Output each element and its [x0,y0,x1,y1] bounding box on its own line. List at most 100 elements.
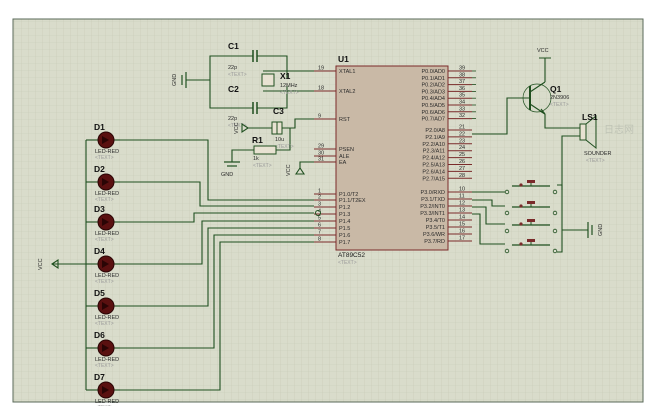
pin-number: 33 [459,106,465,112]
q1-text: <TEXT> [550,102,569,108]
pin-number: 23 [459,138,465,144]
led-text: <TEXT> [95,363,114,369]
led-value: LED-RED [95,399,119,405]
x1-value: 12MHz [280,83,298,89]
x1-text: <TEXT> [280,90,299,96]
crystal-x1[interactable]: X1 12MHz <TEXT> [261,71,299,96]
pin-name: EA [339,160,347,166]
c2-value: 22p [228,116,237,122]
ls1-text: <TEXT> [586,158,605,164]
pin-name: P2.5/A13 [422,163,445,169]
button-wires [472,184,588,253]
pin-number: 1 [318,189,321,195]
push-button[interactable] [504,201,558,216]
mcu-pin-left: 3P1.2 [314,202,350,211]
pin-number: 39 [459,66,465,72]
vcc-symbol-q1: VCC [537,48,551,82]
led-wires [120,139,314,391]
pin-name: P1.3 [339,212,350,218]
c1-ref: C1 [228,41,239,51]
pin-number: 9 [318,114,321,120]
pin-name: P3.3/INT1 [420,211,445,217]
led-ref: D5 [94,288,105,298]
push-button[interactable] [504,239,558,254]
mcu-ref: U1 [338,54,349,64]
q1-wires [472,97,580,190]
pin-number: 27 [459,166,465,172]
pin-number: 38 [459,72,465,78]
led-ref: D1 [94,122,105,132]
pin-number: 28 [459,173,465,179]
vcc-label-ea: VCC [286,164,292,176]
pin-number: 3 [318,202,321,208]
pin-name: P0.0/AD0 [421,69,445,75]
mcu-pin-left: 6P1.5 [314,223,350,232]
mcu-pin-left: 8P1.7 [314,237,350,246]
vcc-arrow-reset: VCC [234,122,249,134]
push-button[interactable] [504,219,558,234]
mcu-body [335,65,449,251]
pin-name: P1.7 [339,240,350,246]
pin-name: P1.5 [339,226,350,232]
pin-name: P2.4/A12 [422,156,445,162]
led-ref: D3 [94,204,105,214]
led-ref: D7 [94,372,105,382]
gnd-label-crystal: GND [172,74,178,86]
pin-number: 22 [459,131,465,137]
capacitor-c2[interactable]: C2 22p <TEXT> [228,84,262,129]
led-value: LED-RED [95,273,119,279]
mcu-u1[interactable]: U1 AT89C52 <TEXT> 19XTAL118XTAL29RST29PS… [314,54,476,266]
pin-number: 12 [459,201,465,207]
mcu-pin-left: 1P1.0/T2 [314,189,358,198]
pin-name: P0.3/AD3 [421,89,445,95]
c3-ref: C3 [273,106,284,116]
led-value: LED-RED [95,231,119,237]
resistor-r1[interactable]: R1 1k <TEXT> [252,135,277,169]
pin-number: 11 [459,194,465,200]
led-text: <TEXT> [95,197,114,203]
pin-name: P0.2/AD2 [421,83,445,89]
mcu-part: AT89C52 [338,252,365,259]
ground-reset: GND [221,161,240,178]
ls1-ref: LS1 [582,112,598,122]
ground-crystal: GND [172,72,187,88]
ls1-value: SOUNDER [584,151,612,157]
r1-text: <TEXT> [253,163,272,169]
led-text: <TEXT> [95,279,114,285]
led-value: LED-RED [95,149,119,155]
push-button[interactable] [504,180,558,195]
pin-number: 18 [318,86,324,92]
r1-value: 1k [253,156,259,162]
watermark: 日志网 [604,123,634,136]
capacitor-c1[interactable]: C1 22p <TEXT> [228,41,262,78]
capacitor-c3[interactable]: C3 10u <TEXT> [271,106,294,150]
sounder-ls1[interactable]: LS1 SOUNDER <TEXT> [579,112,612,164]
x1-ref: X1 [280,71,291,81]
vcc-label-reset: VCC [234,122,240,134]
pin-number: 30 [318,151,324,157]
c1-value: 22p [228,65,237,71]
pin-name: P3.7/RD [424,239,445,245]
pin-name: P3.0/RXD [421,190,445,196]
